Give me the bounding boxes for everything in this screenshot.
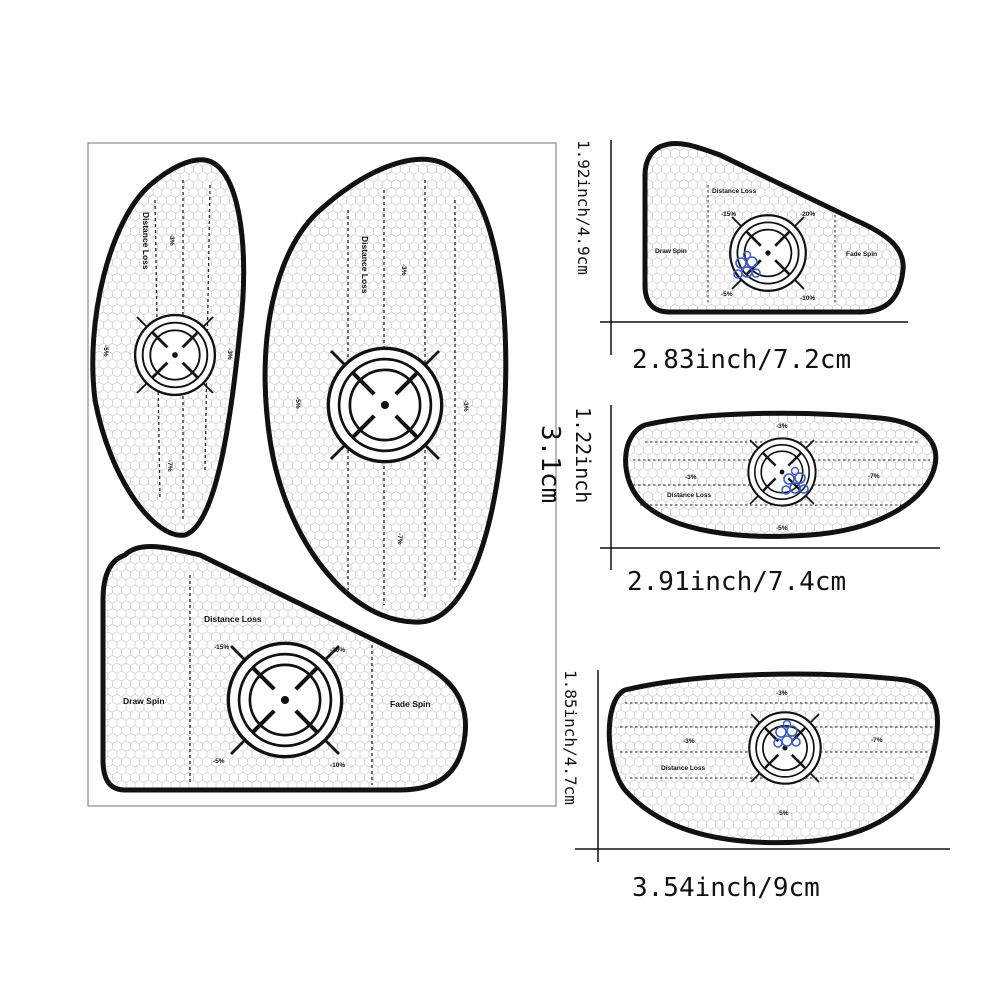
crosshair-target-icon [728, 213, 808, 293]
sticker-title: Distance Loss [661, 765, 705, 772]
pct-label: -3% [462, 400, 469, 412]
pct-label: -3% [400, 264, 407, 276]
pct-label: -5% [102, 345, 109, 357]
pct-label: -7% [166, 460, 173, 472]
sticker-title: Distance Loss [667, 492, 711, 499]
pct-label: -3% [776, 423, 788, 430]
pct-label: -3% [685, 474, 697, 481]
width-label: 3.54inch/9cm [632, 873, 820, 903]
crosshair-target-icon [133, 313, 217, 397]
pct-label: -5% [721, 291, 733, 298]
pct-label: -15% [214, 644, 229, 651]
pct-label: -10% [330, 762, 345, 769]
crosshair-target-icon [228, 643, 341, 756]
example-oval: -3% -3% -7% -5% Distance Loss 2.91inch/7… [571, 405, 940, 597]
pct-label: -3% [168, 234, 175, 246]
example-triangle: Distance Loss Draw Spin Fade Spin -15% -… [574, 140, 908, 375]
pct-label: -15% [721, 211, 736, 218]
height-label: 1.92inch/4.9cm [574, 140, 593, 275]
pct-label: -7% [396, 533, 403, 545]
pct-label: -7% [871, 737, 883, 744]
pct-label: -3% [226, 348, 233, 360]
spin-label: Fade Spin [390, 699, 431, 709]
sticker-large: Distance Loss -3% -5% -3% -7% [262, 156, 509, 625]
pct-label: -10% [800, 295, 815, 302]
spin-label: Draw Spin [655, 248, 687, 255]
crosshair-target-icon [748, 711, 822, 785]
crosshair-target-icon [747, 437, 817, 507]
sticker-title: Distance Loss [204, 614, 262, 624]
pct-label: -5% [213, 758, 225, 765]
pct-label: -7% [868, 473, 880, 480]
sticker-triangle: Distance Loss Draw Spin Fade Spin -15% -… [100, 544, 469, 793]
sticker-title: Distance Loss [141, 212, 151, 270]
pct-label: -3% [776, 690, 788, 697]
spin-label: Draw Spin [123, 696, 165, 706]
pct-label: -5% [776, 525, 788, 532]
crosshair-target-icon [328, 348, 441, 461]
pct-label: -3% [683, 738, 695, 745]
width-label: 2.91inch/7.4cm [627, 567, 846, 597]
height-label: 1.85inch/4.7cm [561, 670, 580, 805]
sticker-title: Distance Loss [712, 188, 756, 195]
spin-label: Fade Spin [846, 251, 877, 258]
sheet-dimension-label: 3.1cm [535, 425, 565, 503]
sticker-title: Distance Loss [360, 236, 370, 294]
example-large-oval: -3% -3% -7% -5% Distance Loss 3.54inch/9… [561, 670, 950, 903]
sticker-narrow: Distance Loss -3% -5% -3% -7% [90, 157, 247, 538]
pct-label: -5% [777, 810, 789, 817]
pct-label: -5% [294, 397, 301, 409]
pct-label: -20% [330, 647, 345, 654]
width-label: 2.83inch/7.2cm [632, 345, 851, 375]
pct-label: -20% [800, 211, 815, 218]
height-label: 1.22inch [571, 407, 595, 503]
